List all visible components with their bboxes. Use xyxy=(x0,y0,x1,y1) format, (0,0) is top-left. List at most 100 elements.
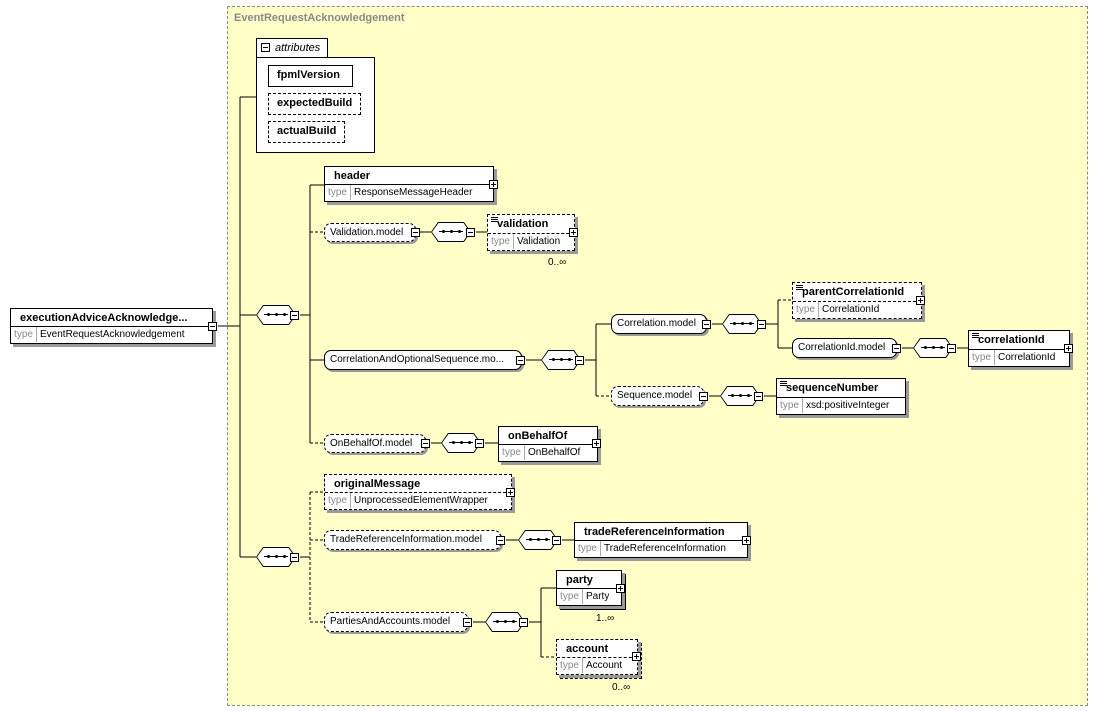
sequence-compositor[interactable] xyxy=(541,350,581,370)
expand-toggle[interactable] xyxy=(632,652,641,661)
attribute-fpml-version[interactable]: fpmlVersion xyxy=(268,65,353,87)
collapse-toggle[interactable] xyxy=(575,356,584,365)
element-name: originalMessage xyxy=(334,478,421,490)
attribute-expected-build[interactable]: expectedBuild xyxy=(268,93,361,115)
sequence-compositor[interactable] xyxy=(441,433,481,453)
element-name: tradeReferenceInformation xyxy=(584,526,725,538)
group-correlation-model[interactable]: Correlation.model xyxy=(611,314,707,334)
element-name: account xyxy=(566,643,609,655)
group-trade-reference-information-model[interactable]: TradeReferenceInformation.model xyxy=(324,530,501,550)
element-name: onBehalfOf xyxy=(508,430,568,442)
cardinality-label: 0..∞ xyxy=(612,682,631,693)
collapse-toggle[interactable] xyxy=(519,618,528,627)
root-element-name: executionAdviceAcknowledge... xyxy=(20,312,188,324)
collapse-toggle[interactable] xyxy=(702,320,711,329)
sequence-compositor-extra[interactable] xyxy=(256,547,296,567)
group-label: Correlation.model xyxy=(617,318,696,329)
expand-toggle[interactable] xyxy=(742,536,751,545)
collapse-toggle[interactable] xyxy=(475,439,484,448)
group-correlation-and-optional-sequence[interactable]: CorrelationAndOptionalSequence.mo... xyxy=(324,350,522,370)
type-label: type xyxy=(557,589,583,604)
group-label: PartiesAndAccounts.model xyxy=(330,616,451,627)
type-label: type xyxy=(325,185,351,200)
element-type: Party xyxy=(586,591,610,602)
element-name: sequenceNumber xyxy=(786,382,879,394)
expand-toggle[interactable] xyxy=(592,439,601,448)
group-validation-model[interactable]: Validation.model xyxy=(324,223,416,242)
collapse-toggle[interactable] xyxy=(757,320,766,329)
collapse-toggle[interactable] xyxy=(516,356,525,365)
collapse-toggle[interactable] xyxy=(421,439,430,448)
list-icon xyxy=(780,381,787,386)
element-type: Account xyxy=(586,660,623,671)
type-label: type xyxy=(557,658,583,673)
attribute-name: expectedBuild xyxy=(277,97,353,109)
type-label: type xyxy=(777,398,803,413)
collapse-toggle[interactable] xyxy=(463,618,472,627)
expand-toggle[interactable] xyxy=(616,584,625,593)
cardinality-label: 1..∞ xyxy=(596,613,615,624)
type-label: type xyxy=(325,493,351,508)
element-type: ResponseMessageHeader xyxy=(354,187,473,198)
expand-toggle[interactable] xyxy=(1064,344,1073,353)
sequence-compositor[interactable] xyxy=(720,386,760,406)
group-correlation-id-model[interactable]: CorrelationId.model xyxy=(792,338,897,358)
sequence-compositor[interactable] xyxy=(913,338,953,358)
group-on-behalf-of-model[interactable]: OnBehalfOf.model xyxy=(324,434,426,453)
element-type: UnprocessedElementWrapper xyxy=(354,495,488,506)
collapse-toggle[interactable] xyxy=(290,311,299,320)
element-type: CorrelationId xyxy=(822,304,880,315)
list-icon xyxy=(796,285,803,290)
collapse-toggle[interactable] xyxy=(892,344,901,353)
sequence-compositor[interactable] xyxy=(722,314,762,334)
expand-toggle[interactable] xyxy=(569,228,578,237)
collapse-toggle[interactable] xyxy=(754,392,763,401)
sequence-compositor[interactable] xyxy=(518,530,558,550)
collapse-toggle[interactable] xyxy=(411,228,420,237)
element-type: Validation xyxy=(517,236,561,247)
attributes-collapse-toggle[interactable] xyxy=(261,43,270,52)
type-frame-title: EventRequestAcknowledgement xyxy=(234,12,405,24)
element-name: header xyxy=(334,170,371,182)
attribute-actual-build[interactable]: actualBuild xyxy=(268,121,345,143)
group-sequence-model[interactable]: Sequence.model xyxy=(611,386,704,406)
sequence-compositor-main[interactable] xyxy=(256,305,296,325)
element-type: TradeReferenceInformation xyxy=(604,543,726,554)
sequence-compositor[interactable] xyxy=(431,222,471,242)
sequence-compositor[interactable] xyxy=(485,612,525,632)
collapse-toggle[interactable] xyxy=(552,536,561,545)
expand-toggle[interactable] xyxy=(506,488,515,497)
expand-toggle[interactable] xyxy=(489,180,498,189)
cardinality-label: 0..∞ xyxy=(548,257,567,268)
collapse-toggle[interactable] xyxy=(290,553,299,562)
group-label: Validation.model xyxy=(330,227,404,238)
list-icon xyxy=(491,217,498,222)
expand-toggle[interactable] xyxy=(916,296,925,305)
type-label: type xyxy=(575,541,601,556)
collapse-toggle[interactable] xyxy=(947,344,956,353)
group-label: CorrelationAndOptionalSequence.mo... xyxy=(330,354,504,365)
collapse-toggle[interactable] xyxy=(699,392,708,401)
collapse-toggle[interactable] xyxy=(496,536,505,545)
element-name: correlationId xyxy=(978,334,1045,346)
collapse-toggle[interactable] xyxy=(466,228,475,237)
element-name: validation xyxy=(497,218,549,230)
group-parties-and-accounts-model[interactable]: PartiesAndAccounts.model xyxy=(324,612,468,632)
root-collapse-toggle[interactable] xyxy=(208,322,217,331)
